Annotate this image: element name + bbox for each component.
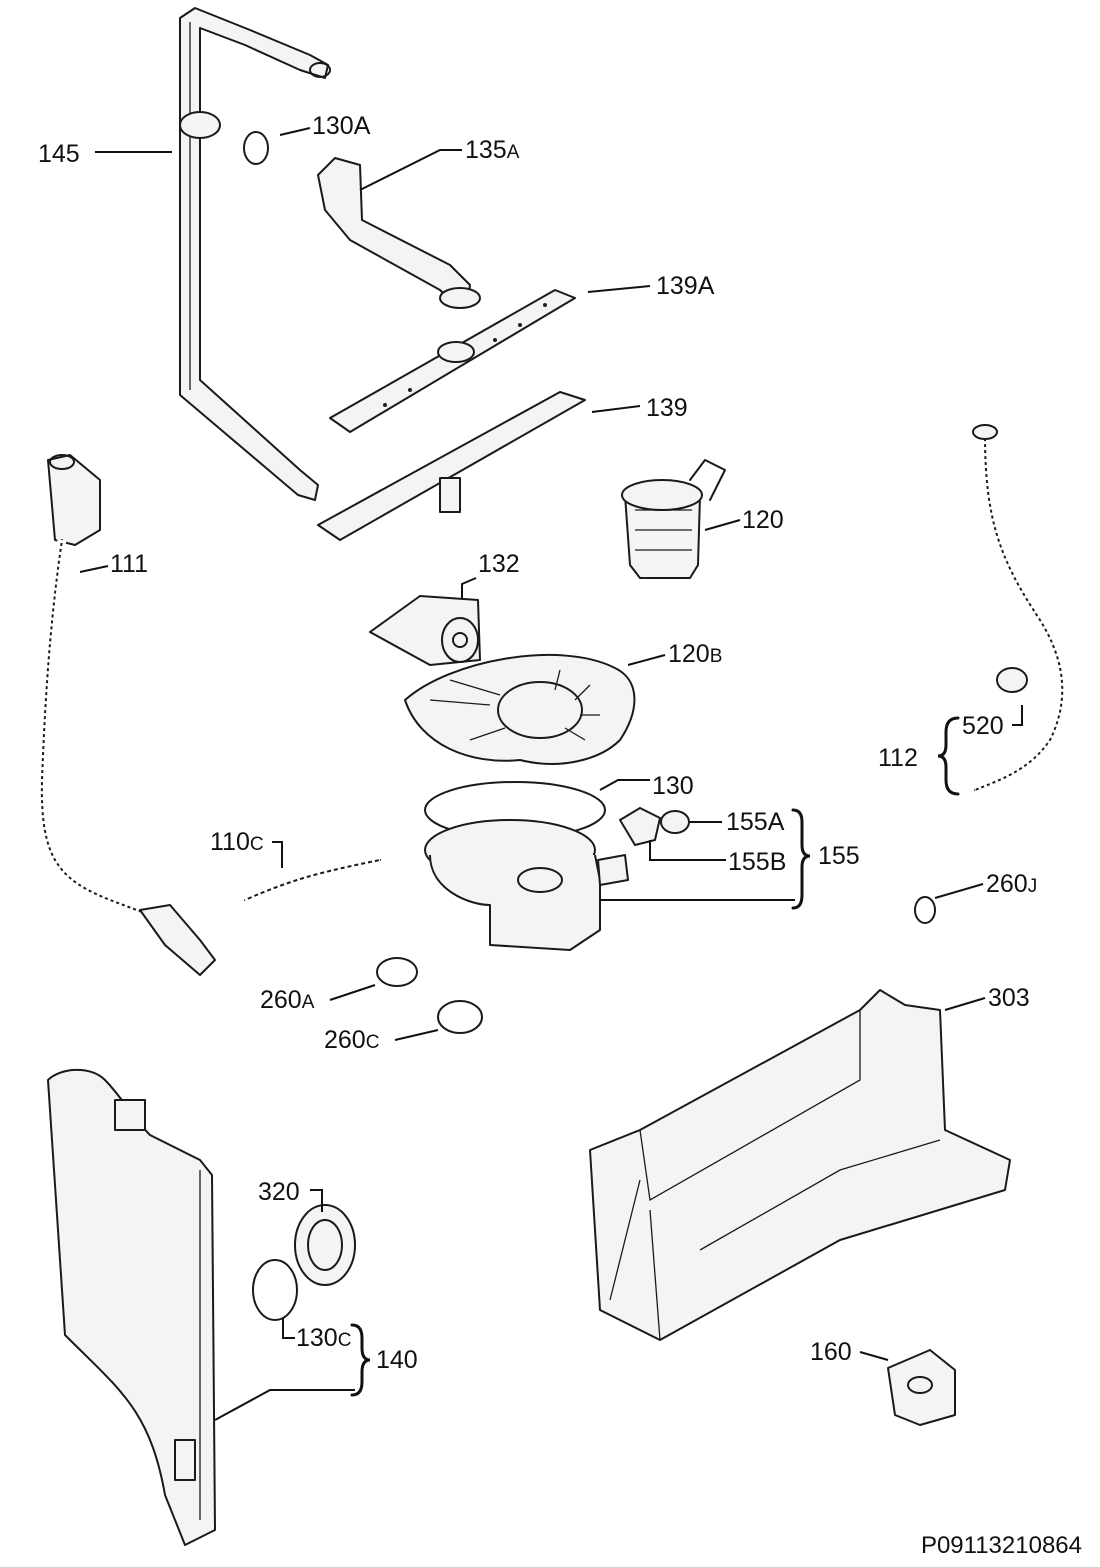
part-139A-upper-spray-arm: [329, 289, 576, 433]
label-110C-main: 110: [210, 828, 250, 856]
label-120: 120: [742, 506, 784, 534]
label-135A-sub: A: [507, 142, 520, 163]
part-260J-clamp: [914, 896, 936, 924]
label-140: 140: [376, 1346, 418, 1374]
part-260A-clamp: [376, 957, 418, 987]
label-111: 111: [110, 550, 148, 578]
brace-155: [791, 808, 811, 910]
part-320-seal: [294, 1204, 356, 1286]
label-155A: 155A: [726, 808, 785, 836]
label-155B: 155B: [728, 848, 786, 876]
label-130A: 130A: [312, 112, 371, 140]
part-132-sensor-bracket: [369, 595, 481, 666]
part-130C-ring: [252, 1259, 298, 1321]
label-145: 145: [38, 140, 80, 168]
part-140-side-panel: [47, 1068, 216, 1546]
part-120-filter: [621, 459, 726, 579]
part-111-inlet-hose: [37, 454, 216, 976]
label-130C: 130C: [296, 1324, 351, 1352]
label-139A: 139A: [656, 272, 715, 300]
part-155B-elbow: [619, 807, 661, 846]
label-120B: 120B: [668, 640, 722, 668]
label-120B-sub: B: [710, 646, 723, 667]
label-130C-sub: C: [338, 1330, 352, 1351]
label-135A: 135A: [465, 136, 520, 164]
part-303-base-frame: [589, 989, 1011, 1341]
part-sump-assembly: [424, 819, 629, 951]
label-260J-sub: J: [1028, 876, 1038, 897]
part-110C-hose: [243, 855, 381, 905]
label-110C: 110C: [210, 828, 264, 856]
label-260A: 260A: [260, 986, 315, 1014]
leader-lines: [79, 127, 1023, 1421]
label-320: 320: [258, 1178, 300, 1206]
label-303: 303: [988, 984, 1030, 1012]
label-260A-sub: A: [302, 992, 315, 1013]
part-139-lower-spray-arm: [317, 391, 586, 541]
label-260J: 260J: [986, 870, 1037, 898]
label-132: 132: [478, 550, 520, 578]
part-260C-clamp: [437, 1000, 483, 1034]
part-145-supply-tube: [179, 7, 331, 501]
label-110C-sub: C: [250, 834, 264, 855]
drawing-code: P09113210864: [921, 1532, 1082, 1559]
label-120B-main: 120: [668, 640, 710, 668]
part-112-drain-hose: [972, 424, 1067, 795]
label-260C: 260C: [324, 1026, 379, 1054]
part-520-clip: [996, 667, 1028, 693]
part-155A-nozzle: [660, 810, 690, 834]
brace-140: [350, 1323, 371, 1397]
part-160-pump: [887, 1349, 956, 1426]
label-520: 520: [962, 712, 1004, 740]
brace-112: [937, 716, 960, 796]
part-135A-connector-pipe: [317, 157, 481, 309]
part-120B-filter-plate: [404, 653, 636, 765]
label-260C-main: 260: [324, 1026, 366, 1054]
label-130: 130: [652, 772, 694, 800]
label-139: 139: [646, 394, 688, 422]
label-160: 160: [810, 1338, 852, 1366]
label-130C-main: 130: [296, 1324, 338, 1352]
label-112: 112: [878, 744, 918, 772]
label-260J-main: 260: [986, 870, 1028, 898]
label-155: 155: [818, 842, 860, 870]
label-260C-sub: C: [366, 1032, 380, 1053]
label-260A-main: 260: [260, 986, 302, 1014]
label-135A-main: 135: [465, 136, 507, 164]
part-130A-o-ring: [243, 131, 269, 165]
